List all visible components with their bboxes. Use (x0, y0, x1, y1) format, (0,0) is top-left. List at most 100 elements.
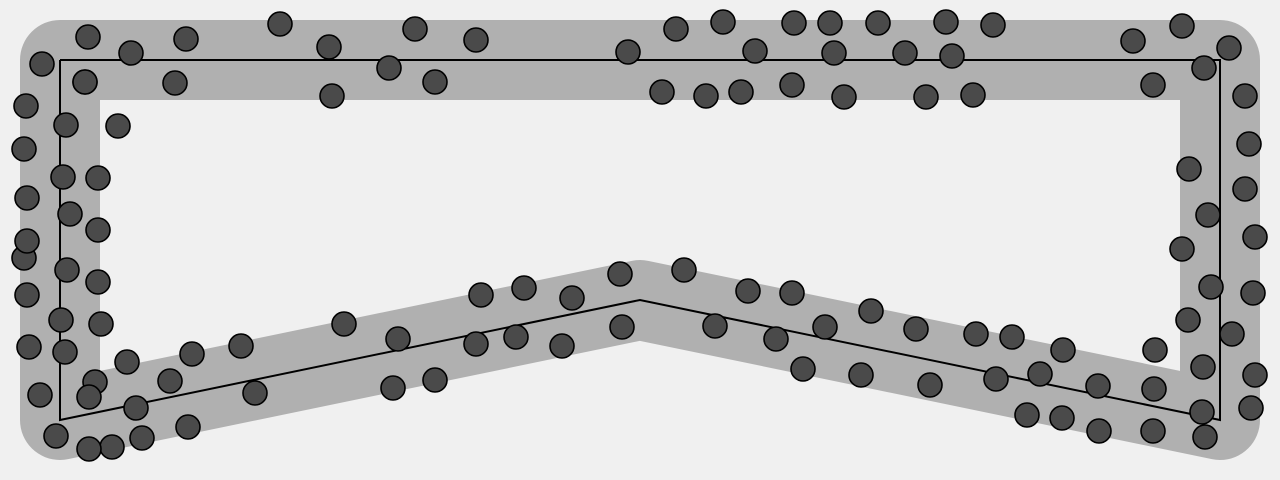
dot (960, 82, 986, 108)
dot (865, 10, 891, 36)
dot (615, 39, 641, 65)
dot (903, 316, 929, 342)
dot (1169, 13, 1195, 39)
dot (821, 40, 847, 66)
dot (173, 26, 199, 52)
dot (735, 278, 761, 304)
dot (50, 164, 76, 190)
dot (812, 314, 838, 340)
dot (1195, 202, 1221, 228)
dot (817, 10, 843, 36)
dot (939, 43, 965, 69)
dot (702, 313, 728, 339)
dot (76, 384, 102, 410)
dot (511, 275, 537, 301)
dot (1169, 236, 1195, 262)
dot (1086, 418, 1112, 444)
dot (463, 331, 489, 357)
dot (57, 201, 83, 227)
dot (933, 9, 959, 35)
dot (316, 34, 342, 60)
dot (607, 261, 633, 287)
dot (76, 436, 102, 462)
dot (14, 282, 40, 308)
dot (1050, 337, 1076, 363)
dot (48, 307, 74, 333)
dot (917, 372, 943, 398)
dot (16, 334, 42, 360)
dot (1027, 361, 1053, 387)
dot (99, 434, 125, 460)
dot (385, 326, 411, 352)
dot (43, 423, 69, 449)
dot (29, 51, 55, 77)
dot (1085, 373, 1111, 399)
dot (1238, 395, 1264, 421)
dot (1219, 321, 1245, 347)
dot (54, 257, 80, 283)
dot (1232, 83, 1258, 109)
dot (27, 382, 53, 408)
dot (422, 367, 448, 393)
dot (72, 69, 98, 95)
dot (671, 257, 697, 283)
dot (559, 285, 585, 311)
dot (980, 12, 1006, 38)
dot (52, 339, 78, 365)
dot (710, 9, 736, 35)
dot (790, 356, 816, 382)
dot (1176, 156, 1202, 182)
dot (242, 380, 268, 406)
dot (779, 72, 805, 98)
dot (85, 165, 111, 191)
dot (831, 84, 857, 110)
dot (463, 27, 489, 53)
dot (422, 69, 448, 95)
dot (402, 16, 428, 42)
dot (1240, 280, 1266, 306)
dot (693, 83, 719, 109)
dot (1242, 362, 1268, 388)
dot (380, 375, 406, 401)
dot (85, 269, 111, 295)
dot (468, 282, 494, 308)
dot (175, 414, 201, 440)
dot (1216, 35, 1242, 61)
dot (1140, 418, 1166, 444)
dot (11, 136, 37, 162)
dot (331, 311, 357, 337)
dot (105, 113, 131, 139)
dot (983, 366, 1009, 392)
dot (663, 16, 689, 42)
dot (1014, 402, 1040, 428)
dot (609, 314, 635, 340)
dot-group (11, 9, 1268, 462)
dot (913, 84, 939, 110)
dot (114, 349, 140, 375)
dot (1236, 131, 1262, 157)
dot (1191, 55, 1217, 81)
dot (858, 298, 884, 324)
dot (1190, 354, 1216, 380)
dot (376, 55, 402, 81)
dot (53, 112, 79, 138)
dot (1140, 72, 1166, 98)
dot (503, 324, 529, 350)
dot (892, 40, 918, 66)
dot (118, 40, 144, 66)
dot (1192, 424, 1218, 450)
dot (1232, 176, 1258, 202)
dot (123, 395, 149, 421)
dot (763, 326, 789, 352)
dot (1175, 307, 1201, 333)
dot (742, 38, 768, 64)
dot (1242, 224, 1268, 250)
dot (157, 368, 183, 394)
dot (228, 333, 254, 359)
dot (781, 10, 807, 36)
dot (1189, 399, 1215, 425)
dot (728, 79, 754, 105)
dot (88, 311, 114, 337)
dot (549, 333, 575, 359)
